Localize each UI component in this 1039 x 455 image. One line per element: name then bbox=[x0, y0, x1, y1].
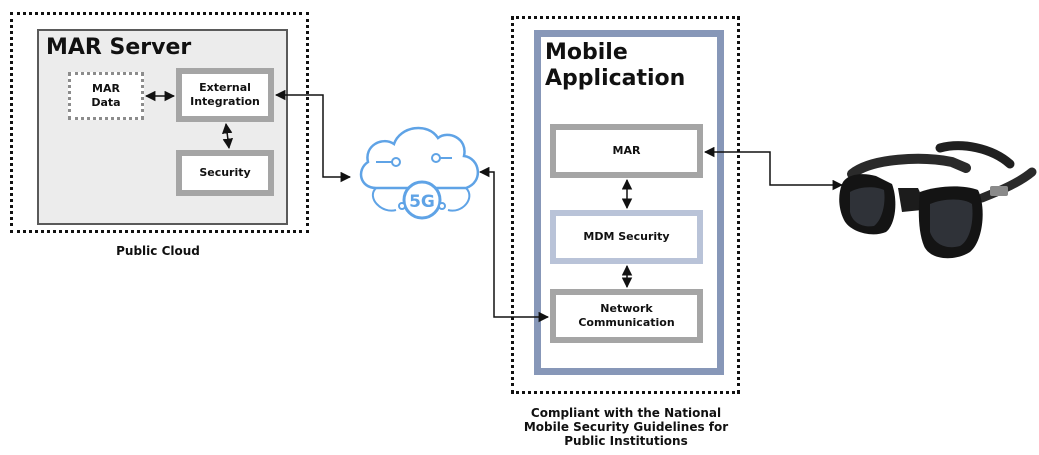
network-communication-label: Network Communication bbox=[578, 302, 675, 329]
mar-data-label: MAR Data bbox=[91, 82, 121, 109]
mdm-security-label: MDM Security bbox=[583, 230, 670, 243]
cloud-5g-label: 5G bbox=[409, 192, 435, 212]
mar-box: MAR bbox=[550, 124, 703, 178]
arrow-mar-glasses bbox=[703, 146, 844, 191]
ar-glasses-image bbox=[839, 141, 1037, 259]
external-integration-label: External Integration bbox=[190, 81, 260, 108]
mar-server-title: MAR Server bbox=[46, 35, 192, 60]
arrow-integration-security bbox=[221, 122, 234, 150]
mobile-application-title: Mobile Application bbox=[545, 40, 686, 91]
cloud-5g-icon: 5G bbox=[359, 126, 479, 220]
mar-label: MAR bbox=[612, 144, 641, 157]
network-communication-box: Network Communication bbox=[550, 289, 703, 343]
mar-data-box: MAR Data bbox=[68, 72, 144, 120]
server-security-box: Security bbox=[176, 150, 274, 196]
external-integration-box: External Integration bbox=[176, 68, 274, 122]
mobile-caption: Compliant with the National Mobile Secur… bbox=[523, 406, 729, 448]
mdm-security-box: MDM Security bbox=[550, 210, 703, 264]
arrow-cloud-network bbox=[478, 166, 550, 323]
public-cloud-caption: Public Cloud bbox=[116, 244, 200, 258]
server-security-label: Security bbox=[199, 166, 251, 179]
arrow-integration-cloud bbox=[274, 89, 352, 183]
